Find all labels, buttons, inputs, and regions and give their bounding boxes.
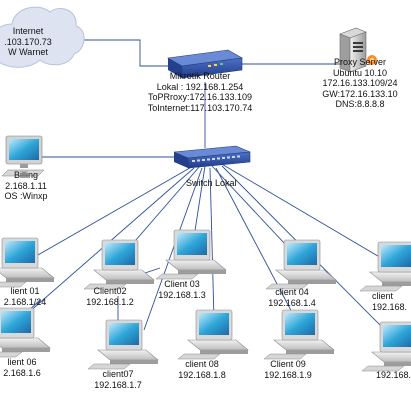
billing-label: Billing 2.168.1.11 OS :Winxp — [0, 170, 52, 202]
internet-cloud — [0, 6, 85, 68]
switch-lokal — [173, 145, 251, 169]
client-03-caption: Client 03 192.168.1.3 — [150, 279, 214, 300]
client-02-pc — [83, 239, 155, 290]
client-07-ip: 192.168.1.7 — [94, 379, 142, 390]
billing-ip: 2.168.1.11 — [5, 180, 47, 191]
router-label: Mikrotik Router Lokal : 192.168.1.254 To… — [140, 71, 260, 113]
router-internet-ip: ToInternet:117.103.170.74 — [147, 102, 253, 113]
client-03-pc — [155, 229, 227, 280]
billing-title: Billing — [13, 170, 38, 180]
client-08-name: client 08 — [185, 359, 219, 369]
client-05-pc — [359, 241, 411, 292]
link-switch-client05 — [219, 162, 389, 263]
client-06-caption: lient 06 2.168.1.6 — [0, 357, 44, 378]
proxy-dns: DNS:8.8.8.8 — [335, 99, 385, 109]
proxy-ip: 172.16.133.109/24 — [322, 78, 398, 88]
client-08-caption: client 08 192.168.1.8 — [170, 359, 234, 380]
client-10-pc — [361, 321, 411, 372]
proxy-gateway: GW:172.16.133.10 — [322, 88, 398, 99]
client-04-ip: 192.168.1.4 — [268, 297, 316, 308]
client-07-pc — [87, 319, 159, 370]
proxy-os: Ubuntu 10.10 — [332, 67, 388, 78]
billing-os: OS :Winxp — [4, 191, 48, 201]
client-01-caption: lient 01 2.168.1/24 — [0, 286, 50, 307]
client-07-caption: client07 192.168.1.7 — [86, 369, 150, 390]
proxy-label: Proxy Server Ubuntu 10.10 172.16.133.109… — [310, 57, 410, 110]
link-switch-client07 — [143, 167, 203, 331]
client-06-pc — [0, 307, 51, 358]
client-09-name: Client 09 — [270, 359, 306, 369]
client-08-ip: 192.168.1.8 — [178, 369, 226, 380]
client-04-name: client 04 — [275, 287, 309, 297]
proxy-server — [339, 27, 377, 73]
switch-label: Switch Lokal — [186, 178, 237, 188]
client-08-pc — [177, 309, 249, 360]
client-02-ip: 192.168.1.2 — [86, 296, 134, 307]
billing-computer — [1, 135, 45, 177]
client-05-name: client — [372, 291, 394, 301]
client-04-caption: client 04 192.168.1.4 — [260, 287, 324, 308]
client-09-pc — [263, 309, 335, 360]
client-05-caption: client 192.168. — [372, 291, 407, 312]
link-switch-client08 — [209, 167, 215, 321]
link-switch-client01 — [23, 164, 196, 264]
internet-ip: .103.170.73 — [4, 36, 52, 47]
client-01-pc — [0, 237, 55, 288]
network-diagram — [0, 6, 411, 372]
internet-label: Internet .103.170.73 W Warnet — [0, 26, 56, 58]
client-06-ip: 2.168.1.6 — [3, 367, 41, 378]
client-01-name: lient 01 — [10, 286, 40, 296]
client-05-ip: 192.168. — [372, 301, 408, 312]
client-03-ip: 192.168.1.3 — [158, 289, 206, 300]
link-internet-router — [66, 39, 168, 67]
client-04-pc — [265, 239, 337, 290]
client-09-caption: Client 09 192.168.1.9 — [256, 359, 320, 380]
client-06-name: lient 06 — [7, 357, 37, 367]
link-switch-client09 — [215, 167, 297, 321]
client-02-name: Client02 — [93, 286, 127, 296]
client-09-ip: 192.168.1.9 — [264, 369, 312, 380]
router-title: Mikrotik Router — [169, 71, 231, 81]
router-local-ip: Lokal : 192.168.1.254 — [156, 81, 244, 92]
client-03-name: Client 03 — [164, 279, 200, 289]
internet-title: Internet — [12, 26, 44, 36]
router-proxy-ip: ToPRroxy:172.16.133.109 — [147, 92, 253, 102]
mikrotik-router — [167, 49, 243, 79]
client-01-ip: 2.168.1/24 — [3, 296, 47, 307]
proxy-title: Proxy Server — [333, 57, 386, 67]
internet-provider: W Warnet — [8, 47, 48, 57]
client-02-caption: Client02 192.168.1.2 — [78, 286, 142, 307]
client-10-ip: 192.168. — [376, 370, 411, 380]
client-10-caption: 192.168. — [376, 370, 411, 381]
client-07-name: client07 — [102, 369, 134, 379]
